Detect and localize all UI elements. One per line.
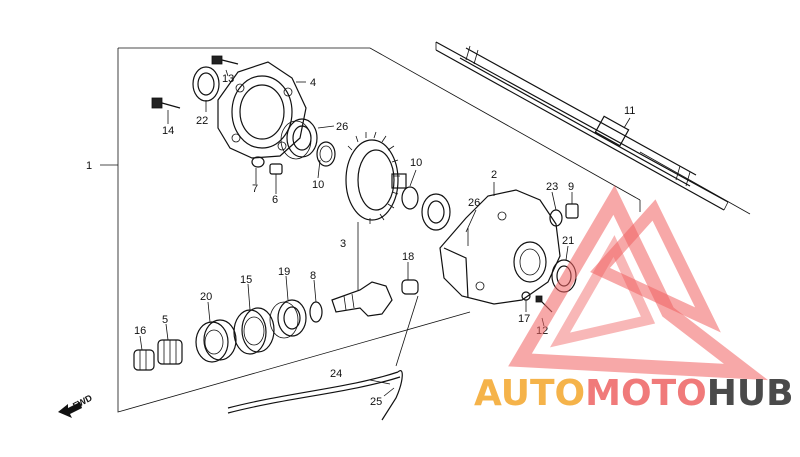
bolt-14 [151,97,181,109]
fwd-arrow-icon [58,402,82,418]
assembly-frame [117,47,641,413]
callout-22: 22 [196,115,208,127]
cap-9 [565,203,579,219]
bolt-13 [211,55,239,65]
callout-3: 3 [340,238,346,250]
gear-case-cover [217,61,307,159]
fwd-label: FWD [71,392,94,411]
callout-10b: 10 [410,157,422,169]
callout-2: 2 [491,169,497,181]
gear-case-housing [439,189,561,305]
watermark-text: AUTOMOTOHUB [474,373,794,414]
ring-gear [345,131,407,224]
breather-tube [227,295,419,421]
callout-19: 19 [278,266,290,278]
callout-10a: 10 [312,179,324,191]
callout-25: 25 [370,396,382,408]
bearing-26-right [421,193,451,231]
oil-seal-20 [195,319,237,363]
callout-21: 21 [562,235,574,247]
spline-coupler-5 [157,339,183,365]
callout-18: 18 [402,251,414,263]
pinion-gear [331,281,393,317]
callout-1: 1 [86,160,92,172]
shim-10b [401,186,419,210]
callout-17: 17 [518,313,530,325]
collar-16 [133,349,155,371]
shim-10a [316,141,336,167]
callout-13: 13 [222,73,234,85]
bearing-26-top [280,118,318,160]
drive-shaft [435,41,751,215]
callout-8: 8 [310,270,316,282]
callout-16: 16 [134,325,146,337]
automotohub-logo-icon [508,185,769,381]
bearing-race-15 [233,307,275,355]
callout-23: 23 [546,181,558,193]
callout-11: 11 [624,105,635,117]
bearing-19 [269,299,307,339]
callout-9: 9 [568,181,574,193]
callout-6: 6 [272,194,278,206]
callout-4: 4 [310,77,316,89]
callout-15: 15 [240,274,252,286]
forward-direction-indicator: FWD [58,392,94,418]
callout-24: 24 [330,368,342,380]
callout-14: 14 [162,125,174,137]
oil-seal-22 [192,66,220,102]
callout-26b: 26 [468,197,480,209]
callout-26a: 26 [336,121,348,133]
shim-8 [309,301,323,323]
watermark: AUTOMOTOHUB [474,185,794,414]
callout-7: 7 [252,183,258,195]
callout-20: 20 [200,291,212,303]
leader-lines [100,69,631,397]
plug-6 [269,163,283,175]
spacer-18 [401,279,419,295]
callout-5: 5 [162,314,168,326]
washer-7 [251,156,265,168]
